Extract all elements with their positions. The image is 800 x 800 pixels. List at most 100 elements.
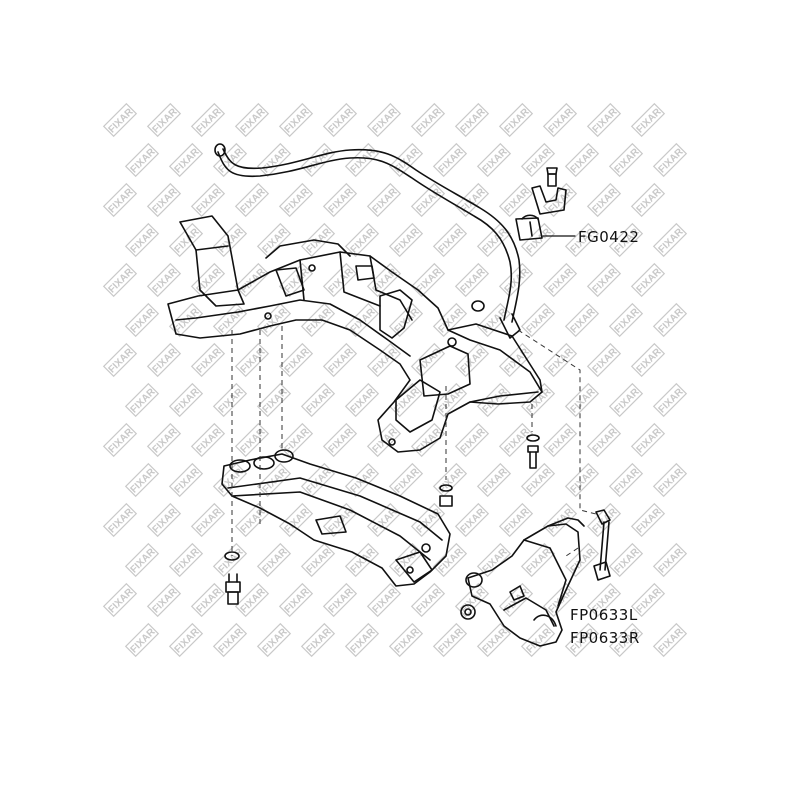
svg-text:FIXAR: FIXAR [239,426,269,456]
svg-text:FIXAR: FIXAR [525,466,555,496]
watermark-tile: FIXAR [498,102,534,138]
svg-text:FIXAR: FIXAR [261,546,291,576]
watermark-tile: FIXAR [542,102,578,138]
watermark-tile: FIXAR [234,342,270,378]
watermark-tile: FIXAR [278,582,314,618]
watermark-tile: FIXAR [190,262,226,298]
watermark-tile: FIXAR [168,622,204,658]
watermark-tile: FIXAR [102,502,138,538]
watermark-tile: FIXAR [300,382,336,418]
svg-text:FIXAR: FIXAR [261,226,291,256]
label-fp0633l: FP0633L [570,606,638,624]
svg-text:FIXAR: FIXAR [305,386,335,416]
watermark-tile: FIXAR [564,382,600,418]
svg-text:FIXAR: FIXAR [173,226,203,256]
watermark-tile: FIXAR [124,622,160,658]
svg-text:FIXAR: FIXAR [547,346,577,376]
washer-nut-center [439,484,453,507]
watermark-tile: FIXAR [344,382,380,418]
svg-text:FIXAR: FIXAR [525,386,555,416]
label-fp0633r: FP0633R [570,629,640,647]
watermark-tile: FIXAR [322,582,358,618]
watermark-tile: FIXAR [366,502,402,538]
svg-text:FIXAR: FIXAR [283,586,313,616]
svg-text:FIXAR: FIXAR [613,146,643,176]
svg-text:FIXAR: FIXAR [327,426,357,456]
watermark-tile: FIXAR [454,262,490,298]
watermark-tile: FIXAR [564,542,600,578]
watermark-tile: FIXAR [124,302,160,338]
svg-text:FIXAR: FIXAR [151,266,181,296]
watermark-tile: FIXAR [564,142,600,178]
svg-text:FIXAR: FIXAR [569,146,599,176]
watermark-tile: FIXAR [234,102,270,138]
svg-text:FIXAR: FIXAR [151,506,181,536]
svg-text:FIXAR: FIXAR [371,186,401,216]
watermark-tile: FIXAR [256,382,292,418]
watermark-tile: FIXAR [168,382,204,418]
watermark-tile: FIXAR [652,542,688,578]
svg-text:FIXAR: FIXAR [283,346,313,376]
stabilizer-link [593,509,611,581]
svg-text:FIXAR: FIXAR [129,226,159,256]
watermark-tile: FIXAR [344,142,380,178]
watermark-tile: FIXAR [256,302,292,338]
watermark-tile: FIXAR [168,462,204,498]
watermark-tile: FIXAR [278,502,314,538]
watermark-tile: FIXAR [190,102,226,138]
svg-text:FIXAR: FIXAR [393,306,423,336]
svg-text:FIXAR: FIXAR [459,106,489,136]
watermark-tile: FIXAR [630,182,666,218]
watermark-tile: FIXAR [454,422,490,458]
watermark-tile: FIXAR [168,142,204,178]
watermark-tile: FIXAR [630,502,666,538]
watermark-tile: FIXAR [344,302,380,338]
svg-text:FIXAR: FIXAR [283,106,313,136]
watermark-tile: FIXAR [432,622,468,658]
svg-text:FIXAR: FIXAR [525,546,555,576]
svg-text:FIXAR: FIXAR [151,346,181,376]
watermark-tile: FIXAR [652,222,688,258]
watermark-tile: FIXAR [322,422,358,458]
watermark-tile: FIXAR [124,542,160,578]
svg-text:FIXAR: FIXAR [415,426,445,456]
svg-text:FIXAR: FIXAR [547,426,577,456]
svg-text:FIXAR: FIXAR [129,546,159,576]
svg-text:FIXAR: FIXAR [481,146,511,176]
watermark-tile: FIXAR [432,142,468,178]
watermark-tile: FIXAR [146,582,182,618]
svg-text:FIXAR: FIXAR [437,146,467,176]
watermark-tile: FIXAR [366,422,402,458]
watermark-tile: FIXAR [102,422,138,458]
watermark-tile: FIXAR [234,262,270,298]
svg-text:FIXAR: FIXAR [459,346,489,376]
svg-text:FIXAR: FIXAR [283,186,313,216]
lower-control-arm [465,517,585,647]
svg-text:FIXAR: FIXAR [349,546,379,576]
watermark-tile: FIXAR [300,142,336,178]
svg-text:FIXAR: FIXAR [239,106,269,136]
svg-text:FIXAR: FIXAR [195,186,225,216]
svg-text:FIXAR: FIXAR [393,626,423,656]
watermark-tile: FIXAR [146,102,182,138]
watermark-tile: FIXAR [586,342,622,378]
svg-text:FIXAR: FIXAR [173,546,203,576]
watermark-tile: FIXAR [190,342,226,378]
watermark-tile: FIXAR [432,222,468,258]
svg-text:FIXAR: FIXAR [173,626,203,656]
watermark-tile: FIXAR [432,542,468,578]
svg-text:FIXAR: FIXAR [613,546,643,576]
svg-text:FIXAR: FIXAR [195,426,225,456]
watermark-tile: FIXAR [234,422,270,458]
svg-text:FIXAR: FIXAR [151,426,181,456]
watermark-tile: FIXAR [322,102,358,138]
watermark-tile: FIXAR [608,302,644,338]
svg-text:FIXAR: FIXAR [591,426,621,456]
svg-text:FIXAR: FIXAR [591,186,621,216]
watermark-tile: FIXAR [388,222,424,258]
svg-text:FIXAR: FIXAR [503,266,533,296]
watermark-tile: FIXAR [146,262,182,298]
watermark-tile: FIXAR [586,102,622,138]
svg-text:FIXAR: FIXAR [657,306,687,336]
svg-text:FIXAR: FIXAR [261,306,291,336]
